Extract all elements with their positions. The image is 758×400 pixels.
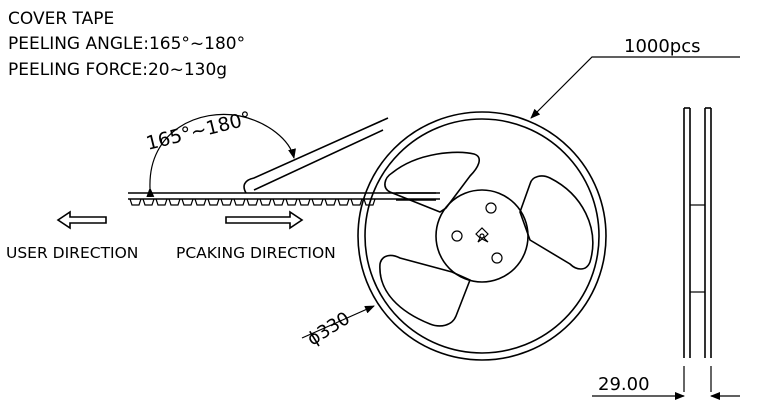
tape-pocket xyxy=(142,198,155,206)
reel-window-bottom xyxy=(379,254,472,327)
hub-hole-bottom xyxy=(491,252,503,264)
wound-tape xyxy=(396,192,436,201)
tape-pocket xyxy=(220,198,233,206)
tape-pocket xyxy=(155,198,168,206)
spindle-center-mark xyxy=(475,227,489,243)
angle-label: 165°~180° xyxy=(144,108,254,155)
tape-pocket xyxy=(181,198,194,206)
tape-pocket xyxy=(324,198,337,206)
quantity-leader xyxy=(530,56,740,119)
width-label: 29.00 xyxy=(598,374,650,395)
tape-pocket xyxy=(129,198,142,206)
reel-window-top xyxy=(384,151,481,213)
packing-direction-label: PCAKING DIRECTION xyxy=(176,244,336,262)
carrier-tape xyxy=(128,192,440,206)
peeling-angle-note: PEELING ANGLE:165°~180° xyxy=(8,34,245,54)
reel-inner-rim xyxy=(364,118,600,354)
angle-arc xyxy=(146,113,296,198)
cover-tape-peel xyxy=(243,117,389,194)
tape-pocket xyxy=(194,198,207,206)
peeling-force-note: PEELING FORCE:20~130g xyxy=(8,60,227,80)
reel-outer-rim xyxy=(357,111,607,361)
cover-tape-peel-lower xyxy=(253,129,384,191)
user-direction-label: USER DIRECTION xyxy=(6,244,138,262)
tape-pocket xyxy=(272,198,285,206)
tape-pocket xyxy=(233,198,246,206)
tape-pockets xyxy=(129,198,376,206)
width-dimension: 29.00 xyxy=(592,366,740,400)
quantity-label: 1000pcs xyxy=(624,36,701,57)
user-direction-arrow xyxy=(56,210,107,230)
diameter-leader xyxy=(301,305,375,339)
notes-block: COVER TAPE PEELING ANGLE:165°~180° PEELI… xyxy=(8,9,245,80)
tape-pocket xyxy=(285,198,298,206)
tape-pocket xyxy=(311,198,324,206)
packing-direction-arrow xyxy=(225,210,304,230)
hub-hole-top xyxy=(485,202,497,214)
tape-pocket xyxy=(246,198,259,206)
tape-pocket xyxy=(298,198,311,206)
tape-pocket xyxy=(350,198,363,206)
reel-window-right xyxy=(519,175,594,270)
reel-front-view xyxy=(357,111,607,361)
tape-pocket xyxy=(168,198,181,206)
quantity-callout: 1000pcs xyxy=(530,36,740,119)
diameter-label: ϕ330 xyxy=(304,308,354,350)
diameter-dimension: ϕ330 xyxy=(301,305,375,350)
tape-pocket xyxy=(337,198,350,206)
reel-side-view xyxy=(683,107,712,358)
cover-tape-note: COVER TAPE xyxy=(8,9,114,29)
peeling-angle-indicator: 165°~180° xyxy=(144,108,296,198)
tape-pocket xyxy=(207,198,220,206)
hub-hole-left xyxy=(451,230,463,242)
tape-pocket xyxy=(259,198,272,206)
